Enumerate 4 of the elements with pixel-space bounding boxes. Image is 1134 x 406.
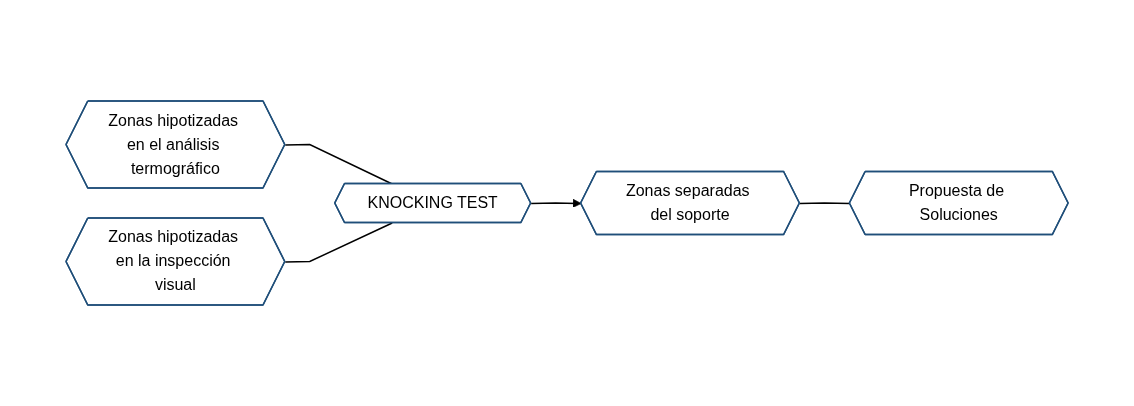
connector — [799, 202, 851, 205]
arrow — [530, 198, 582, 208]
connector — [284, 143, 393, 185]
connector — [284, 222, 393, 263]
